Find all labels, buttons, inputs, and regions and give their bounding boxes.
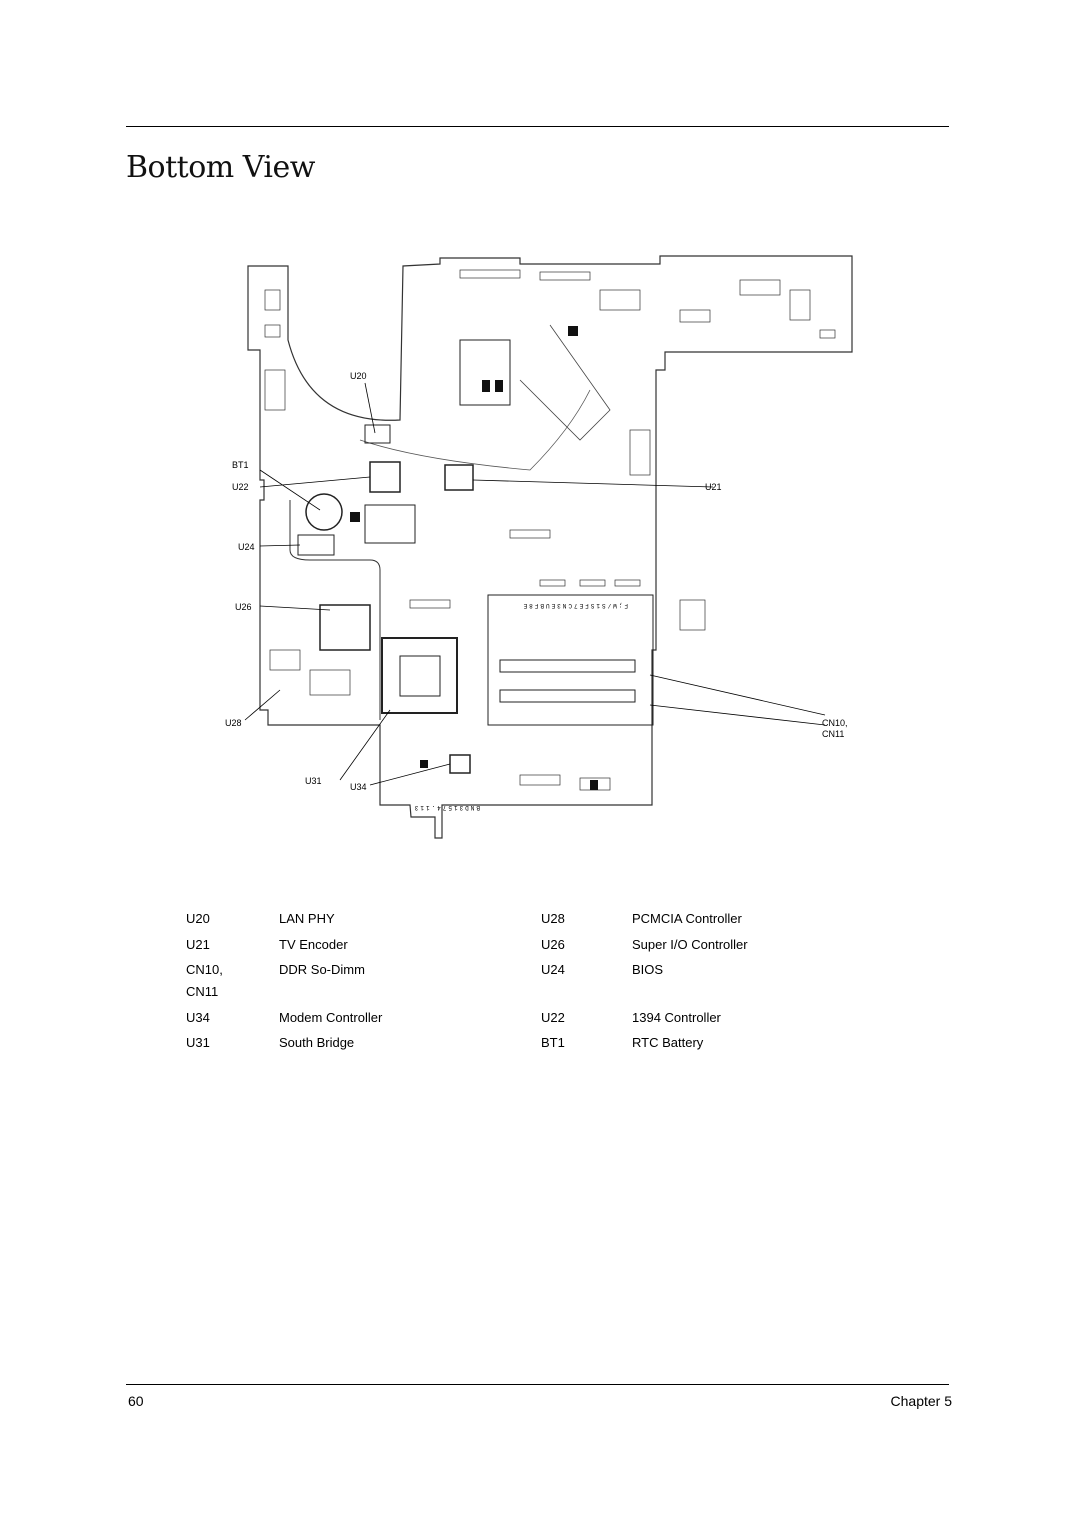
- legend-ref-cell: U24: [541, 962, 565, 977]
- legend-ref-cell: U28: [541, 911, 565, 926]
- chip-u22: [369, 461, 401, 493]
- callout-u28: U28: [225, 718, 242, 728]
- legend-desc-cell: BIOS: [632, 962, 664, 977]
- legend-ref-cell: BT1: [541, 1035, 565, 1050]
- leader-lines: [244, 382, 826, 786]
- legend-ref-cell: CN10,: [186, 962, 223, 977]
- legend-ref-cell: U34: [186, 1010, 210, 1025]
- legend-ref-cell: CN11: [186, 984, 219, 999]
- chip-u24: [297, 534, 335, 556]
- legend-desc-cell: LAN PHY: [279, 911, 335, 926]
- motherboard-bottom-view-diagram: U20 BT1 U22 U21 U24 U26 U28 CN10, CN11 U…: [225, 255, 853, 839]
- legend-desc-cell: Modem Controller: [279, 1010, 383, 1025]
- so-dimm-slot-2: [499, 689, 636, 703]
- board-outline: [247, 255, 853, 839]
- component-solid-marks: [350, 326, 598, 790]
- board-contour: [289, 500, 381, 720]
- legend-ref-cell: U26: [541, 937, 565, 952]
- callout-bt1: BT1: [232, 460, 249, 470]
- legend-desc-cell: RTC Battery: [632, 1035, 704, 1050]
- chip-u21: [444, 464, 474, 491]
- legend-ref-cell: U21: [186, 937, 210, 952]
- chip-southbridge-core: [399, 655, 441, 697]
- chip-northbridge: [364, 504, 416, 544]
- component-marks: [264, 269, 836, 791]
- chip-u34: [449, 754, 471, 774]
- board-marking: BND31574.113: [413, 804, 480, 811]
- header-rule: [126, 126, 949, 127]
- footer-rule: [126, 1384, 949, 1385]
- chip-u20: [364, 424, 391, 444]
- so-dimm-slot-1: [499, 659, 636, 673]
- board-contour-2: [359, 389, 591, 471]
- page-title: Bottom View: [126, 150, 315, 185]
- chapter-label: Chapter 5: [890, 1393, 952, 1409]
- callout-u20: U20: [350, 371, 367, 381]
- slot-marking: F;W/S1SFE7CN3EUBF8E: [522, 602, 628, 609]
- legend-desc-cell: PCMCIA Controller: [632, 911, 742, 926]
- legend-desc-cell: TV Encoder: [279, 937, 348, 952]
- rtc-battery: [305, 493, 343, 531]
- callout-cn10: CN10,: [822, 718, 848, 728]
- legend-ref-cell: U20: [186, 911, 210, 926]
- callout-u26: U26: [235, 602, 252, 612]
- legend-desc-cell: South Bridge: [279, 1035, 355, 1050]
- chip-southbridge: [381, 637, 458, 714]
- callout-u21: U21: [705, 482, 722, 492]
- legend-desc-cell: 1394 Controller: [632, 1010, 721, 1025]
- callout-cn11: CN11: [822, 729, 844, 739]
- callout-u31: U31: [305, 776, 322, 786]
- memory-slot-area: [487, 594, 654, 726]
- legend-ref-cell: U31: [186, 1035, 210, 1050]
- legend-desc-cell: DDR So-Dimm: [279, 962, 365, 977]
- page-number: 60: [128, 1393, 144, 1409]
- callout-u22: U22: [232, 482, 249, 492]
- callout-u34: U34: [350, 782, 367, 792]
- callout-u24: U24: [238, 542, 255, 552]
- legend-desc-cell: Super I/O Controller: [632, 937, 748, 952]
- board-contour-3: [519, 324, 611, 441]
- memory-block-1: [459, 339, 511, 406]
- chip-u26: [319, 604, 371, 651]
- legend-ref-cell: U22: [541, 1010, 565, 1025]
